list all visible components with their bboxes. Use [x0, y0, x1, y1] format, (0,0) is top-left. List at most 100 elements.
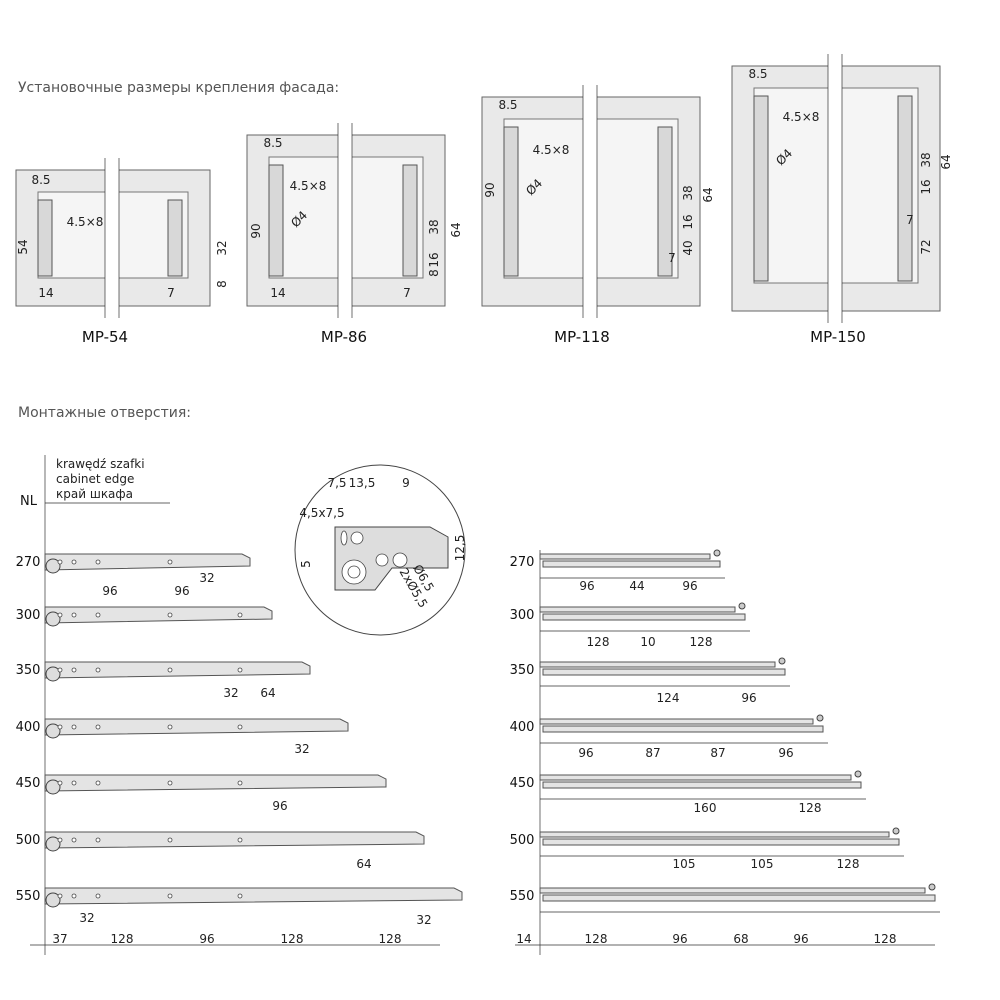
nl-label: 350	[510, 663, 535, 678]
model-caption: MP-118	[554, 328, 610, 346]
hole-distance: 87	[645, 746, 660, 760]
nl-label: 550	[510, 889, 535, 904]
nl-label: 270	[510, 555, 535, 570]
nl-label: 550	[16, 889, 41, 904]
right-bottom-dimension: 68	[733, 932, 748, 946]
hole-distance: 96	[682, 579, 697, 593]
nl-label: 270	[16, 555, 41, 570]
dimension-label: 72	[919, 239, 933, 254]
dimension-label: 54	[16, 239, 30, 254]
hole-distance: 96	[778, 746, 793, 760]
right-bottom-dimension: 96	[672, 932, 687, 946]
dimension-label: 7	[403, 286, 411, 300]
model-caption: MP-150	[810, 328, 866, 346]
nl-label: 500	[510, 833, 535, 848]
model-caption: MP-54	[82, 328, 128, 346]
hole-distance: 160	[694, 801, 717, 815]
dimension-label: 8	[215, 280, 229, 288]
hole-distance: 32	[199, 571, 214, 585]
legend-edge-ru: край шкафа	[56, 487, 133, 501]
dimension-label: 7	[668, 251, 676, 265]
dimension-label: 38	[919, 152, 933, 167]
right-rail-row: 450 160 128	[510, 770, 866, 815]
nl-label: 300	[16, 608, 41, 623]
dimension-label: 7	[906, 213, 914, 227]
dimension-label: 16	[427, 252, 441, 267]
hole-distance: 64	[356, 857, 371, 871]
hole-distance: 44	[629, 579, 644, 593]
dimension-label: 4.5×8	[67, 215, 104, 229]
dimension-label: 38	[427, 219, 441, 234]
hole-distance: 96	[579, 579, 594, 593]
hole-distance: 96	[741, 691, 756, 705]
detail-dimension: 9	[402, 476, 410, 490]
dimension-label: 8.5	[748, 67, 767, 81]
hole-distance: 32	[79, 911, 94, 925]
detail-dimension: 7,5	[327, 476, 346, 490]
detail-dimension: 13,5	[349, 476, 376, 490]
heading-facade: Установочные размеры крепления фасада:	[18, 80, 339, 96]
hole-distance: 128	[690, 635, 713, 649]
nl-label: 500	[16, 833, 41, 848]
nl-label: 350	[16, 663, 41, 678]
dimension-label: 64	[701, 187, 715, 202]
right-rail-row: 300 128 10 128	[510, 602, 750, 649]
dimension-label: 40	[681, 240, 695, 255]
dimension-label: 4.5×8	[783, 110, 820, 124]
nl-label: 400	[16, 720, 41, 735]
legend-nl: NL	[20, 494, 38, 509]
left-rail-row: 500 64	[16, 831, 425, 871]
hole-distance: 96	[174, 584, 189, 598]
nl-label: 450	[16, 776, 41, 791]
left-bottom-dimension: 96	[199, 932, 214, 946]
hole-distance: 32	[416, 913, 431, 927]
hole-distance: 96	[272, 799, 287, 813]
hole-distance: 128	[799, 801, 822, 815]
dimension-label: 90	[483, 182, 497, 197]
dimension-label: 4.5×8	[533, 143, 570, 157]
dimension-label: 14	[270, 286, 285, 300]
nl-label: 300	[510, 608, 535, 623]
legend-edge-pl: krawędź szafki	[56, 457, 145, 471]
legend-edge-en: cabinet edge	[56, 472, 134, 486]
right-rail-row: 550	[510, 883, 940, 913]
right-bottom-dimension: 96	[793, 932, 808, 946]
nl-label: 450	[510, 776, 535, 791]
left-bottom-dimension: 128	[111, 932, 134, 946]
right-bottom-dimension: 128	[874, 932, 897, 946]
hole-distance: 128	[587, 635, 610, 649]
hole-distance: 105	[751, 857, 774, 871]
hole-distance: 87	[710, 746, 725, 760]
right-rail-row: 270 96 44 96	[510, 549, 725, 593]
dimension-label: 8	[427, 269, 441, 277]
dimension-label: 64	[449, 222, 463, 237]
right-bottom-dimension: 128	[585, 932, 608, 946]
dimension-label: 38	[681, 185, 695, 200]
dimension-label: 14	[38, 286, 53, 300]
hole-distance: 32	[294, 742, 309, 756]
detail-dimension: 4,5x7,5	[299, 506, 344, 520]
left-rail-row: 450 96	[16, 774, 387, 813]
dimension-label: 16	[681, 214, 695, 229]
left-rail-row: 550 32 32	[16, 887, 463, 927]
hole-distance: 64	[260, 686, 275, 700]
left-rail-row: 300	[16, 606, 273, 627]
dimension-label: 32	[215, 240, 229, 255]
heading-holes: Монтажные отверстия:	[18, 405, 191, 421]
dimension-label: 90	[249, 223, 263, 238]
hole-distance: 10	[640, 635, 655, 649]
dimension-label: 7	[167, 286, 175, 300]
hole-distance: 124	[657, 691, 680, 705]
nl-label: 400	[510, 720, 535, 735]
detail-dimension: 12,5	[453, 535, 467, 562]
dimension-label: 8.5	[31, 173, 50, 187]
detail-dimension: 5	[299, 560, 313, 568]
